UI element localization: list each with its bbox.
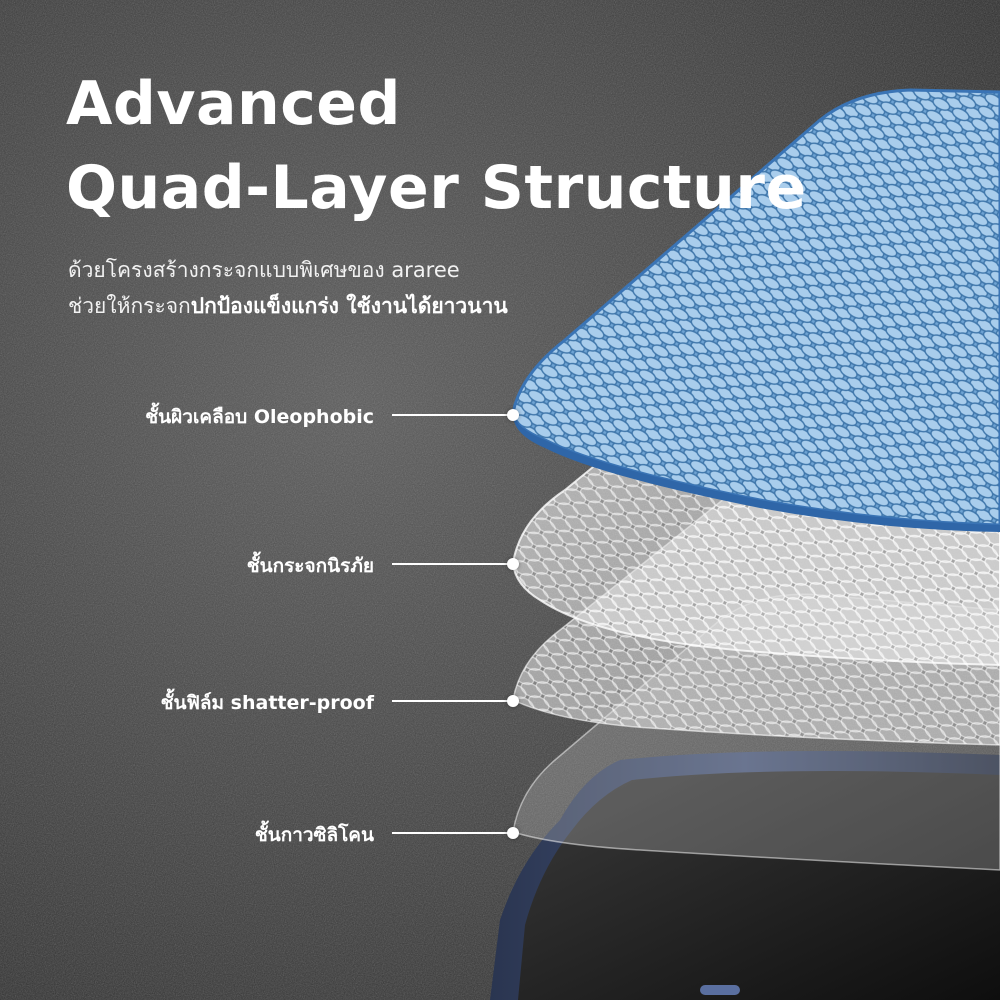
callout-label: ชั้นผิวเคลือบ Oleophobic	[145, 406, 374, 428]
callout-dot	[507, 827, 519, 839]
callout-label: ชั้นกาวซิลิโคน	[254, 824, 374, 846]
subtitle-line-2-regular: ช่วยให้กระจก	[68, 294, 191, 318]
callout-line	[392, 414, 512, 416]
callout-dot	[507, 558, 519, 570]
callout-line	[392, 563, 512, 565]
callout-label: ชั้นกระจกนิรภัย	[246, 555, 374, 577]
callout-dot	[507, 695, 519, 707]
callout-dot	[507, 409, 519, 421]
subtitle-line-2-bold: ปกป้องแข็งแกร่ง ใช้งานได้ยาวนาน	[190, 294, 508, 318]
subtitle-line-2: ช่วยให้กระจกปกป้องแข็งแกร่ง ใช้งานได้ยาว…	[68, 288, 508, 324]
headline-line-1: Advanced	[66, 69, 401, 139]
callout-line	[392, 832, 512, 834]
callout-line	[392, 700, 512, 702]
subtitle: ด้วยโครงสร้างกระจกแบบพิเศษของ araree ช่ว…	[68, 252, 508, 324]
callout-label: ชั้นฟิล์ม shatter-proof	[160, 692, 374, 714]
headline: Advanced Quad-Layer Structure	[66, 62, 807, 230]
subtitle-line-1: ด้วยโครงสร้างกระจกแบบพิเศษของ araree	[68, 258, 460, 282]
headline-line-2: Quad-Layer Structure	[66, 153, 807, 223]
phone-illustration	[490, 751, 1000, 1000]
